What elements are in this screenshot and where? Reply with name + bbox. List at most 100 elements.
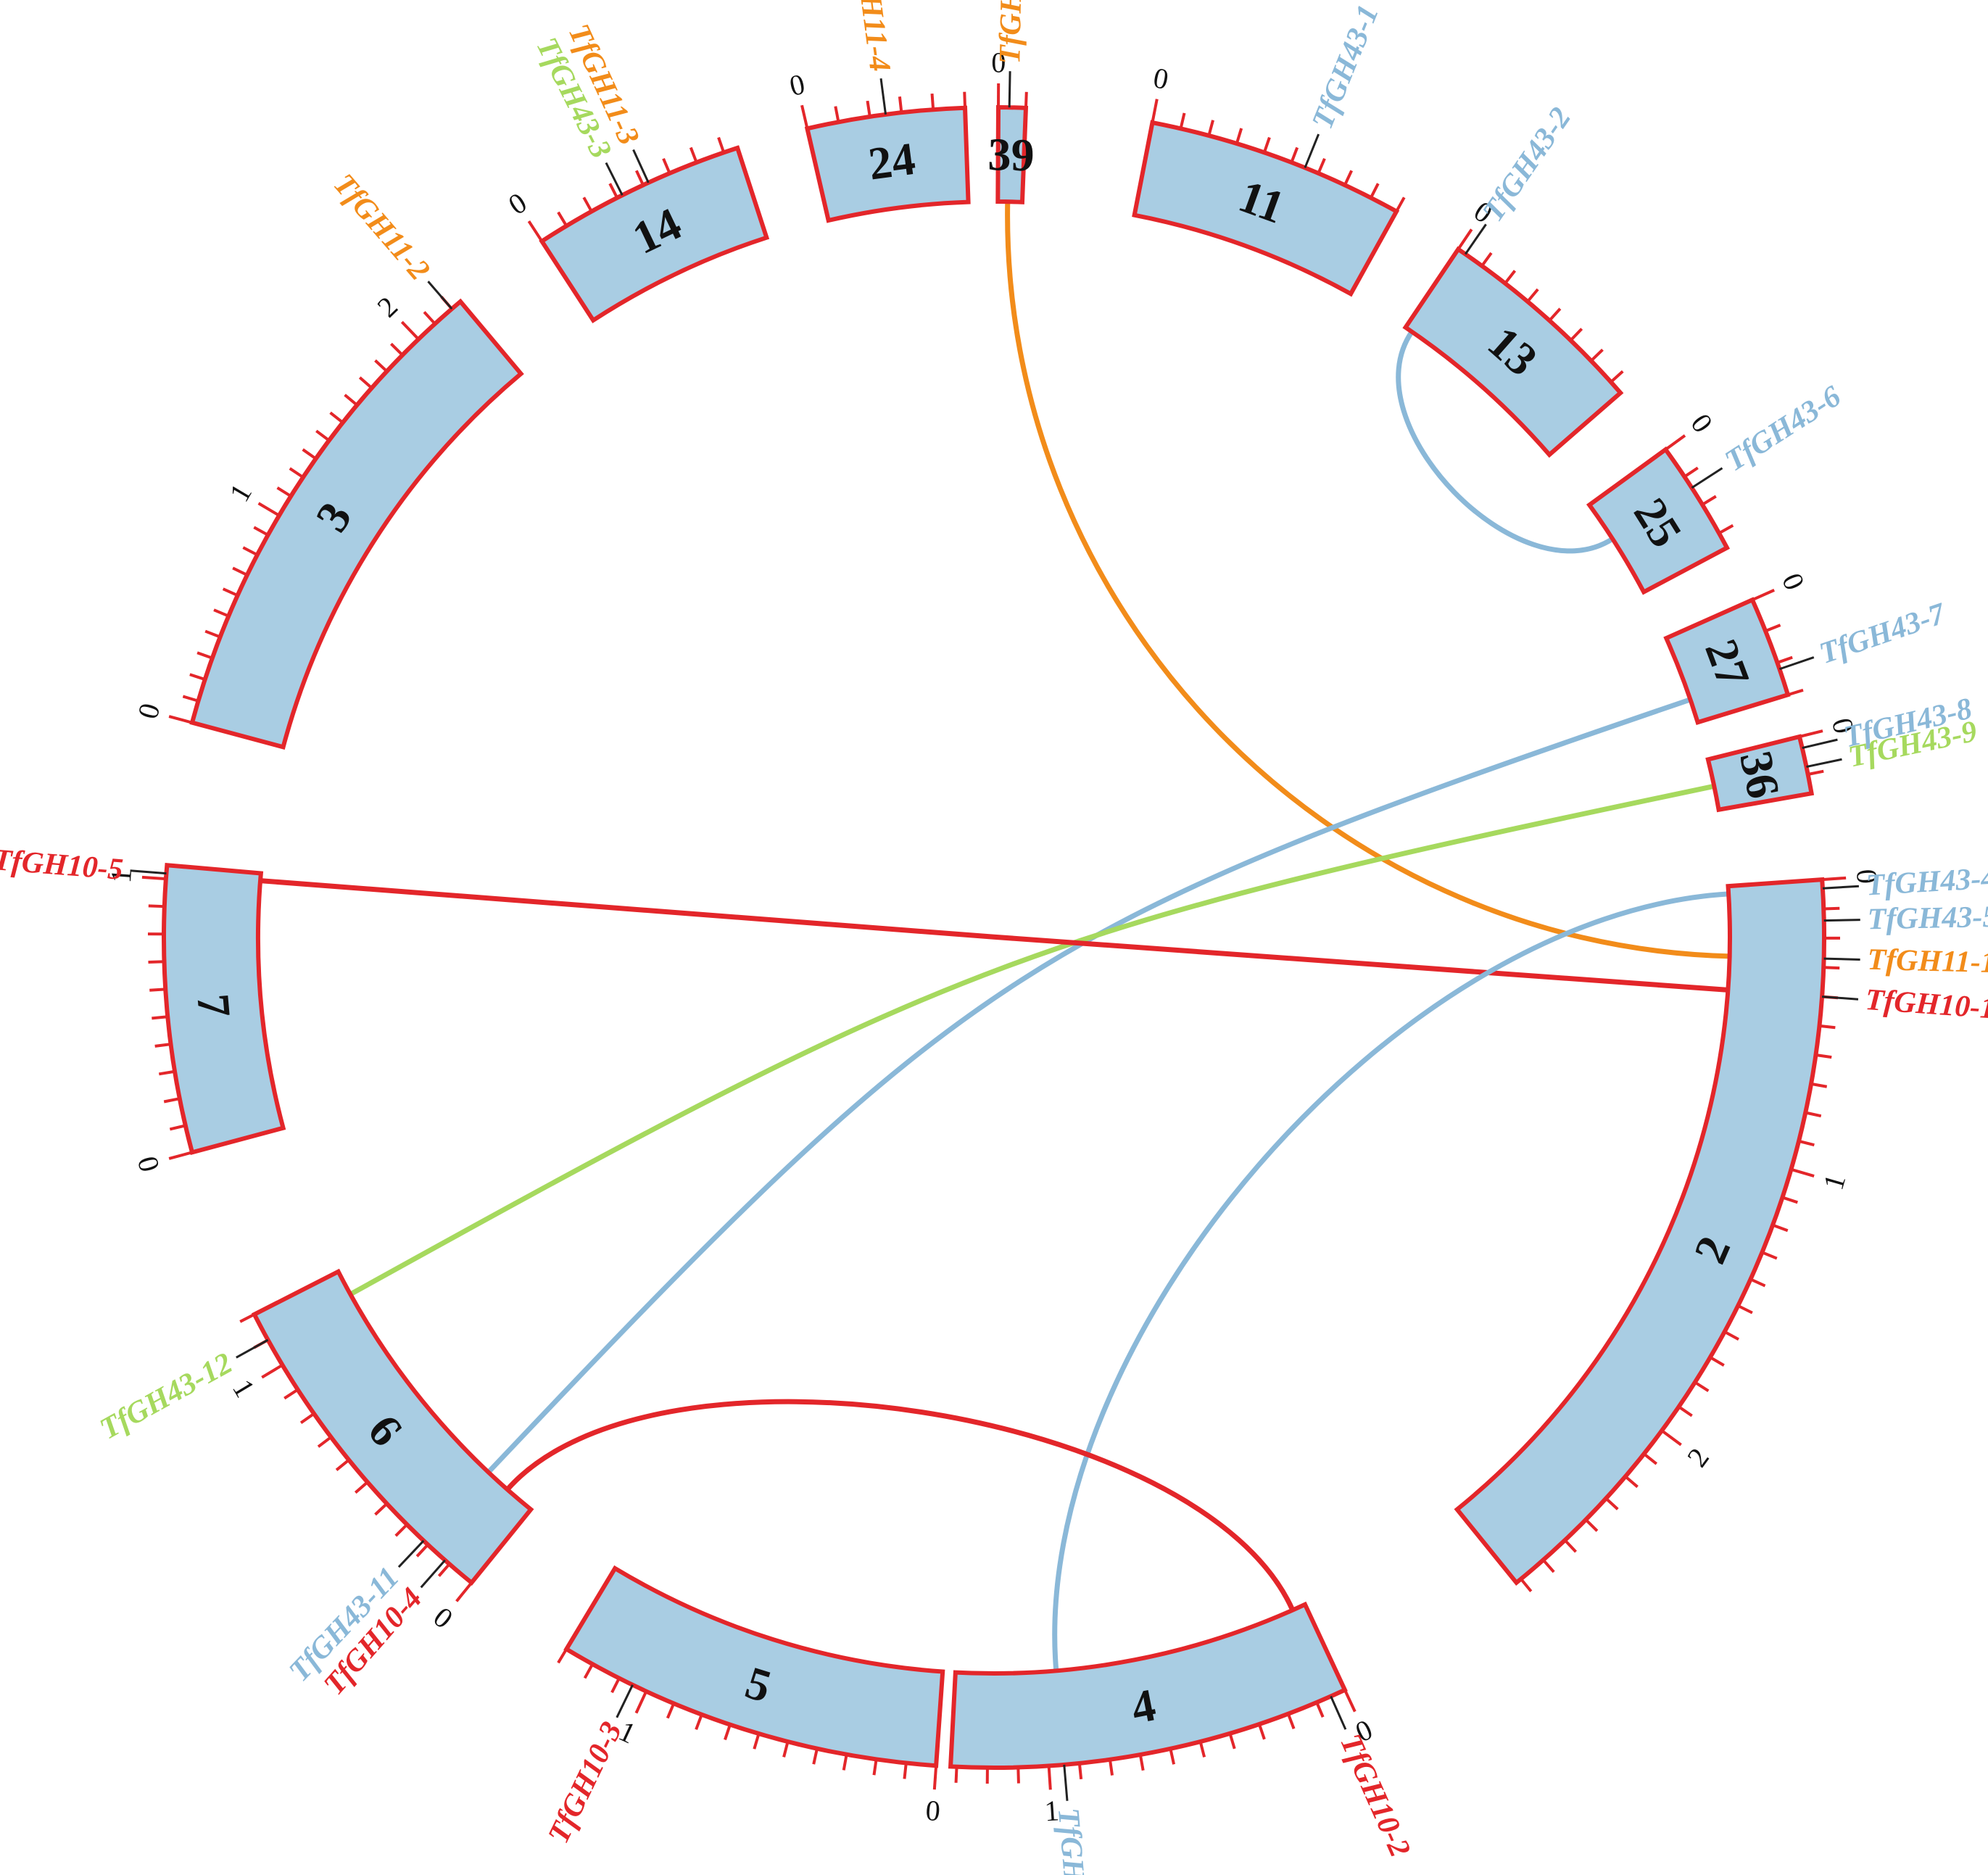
- scale-tick: [954, 1766, 958, 1783]
- synteny-link-tfgh11-5-tfgh11-1: [1005, 202, 1730, 959]
- synteny-link-tfgh10-4-tfgh10-2: [505, 1399, 1296, 1612]
- scale-tick: [1207, 120, 1214, 136]
- scale-tick: [152, 1015, 168, 1020]
- scale-tick: [329, 411, 344, 424]
- scale-tick: [335, 1459, 350, 1471]
- synteny-link-tfgh43-9-tfgh43-12: [349, 783, 1715, 1297]
- gene-label-tfgh43-6: TfGH43-6: [1719, 380, 1847, 479]
- scale-tick: [1370, 183, 1380, 199]
- scale-tick: [842, 1754, 848, 1771]
- scale-tick: [455, 1581, 473, 1602]
- scale-tick: [302, 448, 317, 460]
- tick-label: 0: [787, 67, 808, 102]
- gene-leader-line: [1464, 223, 1487, 255]
- scale-tick: [1781, 1196, 1798, 1204]
- scale-tick: [423, 310, 436, 325]
- tick-label: 0: [924, 1794, 941, 1827]
- gene-label-tfgh10-3: TfGH10-3: [542, 1717, 629, 1849]
- gene-leader-line: [130, 869, 167, 875]
- scale-tick: [315, 429, 331, 442]
- chromosome-segment-13: [1402, 246, 1624, 458]
- scale-tick: [182, 695, 199, 703]
- scale-tick: [1752, 589, 1775, 602]
- segment-label-7: 7: [187, 992, 241, 1019]
- scale-tick: [1761, 1251, 1778, 1260]
- scale-tick: [283, 1388, 299, 1400]
- gene-label-tfgh10-1: TfGH10-1: [1864, 983, 1988, 1026]
- chromosome-segment-3: [189, 298, 524, 750]
- scale-tick: [394, 1523, 408, 1537]
- scale-tick: [1737, 1304, 1753, 1315]
- tick-label: 1: [223, 478, 258, 507]
- scale-tick: [1563, 1539, 1578, 1553]
- tick-label: 0: [991, 46, 1006, 78]
- chromosome-segment-11: [1132, 120, 1400, 297]
- scale-tick: [1047, 1766, 1052, 1790]
- links-layer: [260, 202, 1730, 1671]
- gene-label-tfgh11-4: TfGH11-4: [847, 0, 897, 73]
- scale-tick: [782, 1741, 790, 1758]
- scale-tick: [1235, 128, 1243, 144]
- gene-leader-line: [1008, 71, 1011, 108]
- tick-label: 0: [1684, 407, 1719, 439]
- scale-tick: [610, 1677, 621, 1694]
- scale-tick: [1542, 1559, 1555, 1573]
- scale-tick: [1799, 729, 1823, 738]
- gene-leader-line: [1821, 996, 1859, 1001]
- scale-tick: [168, 715, 193, 724]
- gene-leader-line: [1806, 758, 1842, 769]
- scale-tick: [1286, 1713, 1296, 1729]
- gene-label-tfgh43-10: TfGH43-10: [1051, 1807, 1097, 1875]
- scale-tick: [1610, 370, 1624, 384]
- scale-tick: [634, 170, 645, 186]
- tick-label: 0: [427, 1600, 459, 1635]
- scale-tick: [608, 183, 618, 199]
- scale-tick: [724, 1723, 732, 1741]
- scale-tick: [1590, 348, 1604, 363]
- scale-tick: [374, 359, 388, 373]
- scale-tick: [1262, 136, 1271, 154]
- scale-tick: [1504, 270, 1517, 284]
- chromosome-segment-7: [162, 862, 286, 1156]
- scale-tick: [257, 502, 281, 517]
- gene-label-tfgh43-7: TfGH43-7: [1815, 597, 1951, 671]
- tick-label: 0: [1776, 568, 1811, 595]
- segment-label-36: 36: [1730, 747, 1790, 803]
- scale-tick: [1765, 624, 1781, 633]
- gene-label-tfgh43-2: TfGH43-2: [1476, 102, 1578, 228]
- scale-tick: [276, 486, 292, 498]
- scale-tick: [1723, 1330, 1739, 1341]
- gene-label-tfgh43-5: TfGH43-5: [1867, 901, 1988, 937]
- scale-tick: [261, 1364, 283, 1379]
- scale-tick: [1665, 434, 1686, 451]
- scale-tick: [1179, 112, 1186, 129]
- gene-leader-line: [420, 1559, 446, 1589]
- gene-label-tfgh11-5: TfGH11-5: [993, 0, 1029, 65]
- gene-leader-line: [605, 162, 624, 196]
- scale-tick: [317, 1436, 332, 1448]
- gene-leader-line: [236, 1338, 269, 1359]
- scale-tick: [1660, 1429, 1682, 1446]
- gene-leader-line: [1304, 133, 1320, 168]
- scale-tick: [1776, 655, 1793, 664]
- scale-tick: [1198, 1741, 1206, 1758]
- scale-tick: [289, 467, 305, 479]
- tick-label: 0: [131, 1153, 167, 1175]
- scale-tick: [1798, 1139, 1815, 1147]
- scale-tick: [196, 651, 213, 660]
- synteny-link-tfgh10-5-tfgh10-1: [260, 878, 1728, 993]
- scale-tick: [932, 1766, 938, 1790]
- scale-tick: [299, 1412, 315, 1425]
- scale-tick: [1822, 876, 1847, 882]
- scale-tick: [1772, 1223, 1789, 1233]
- chromosome-segment-14: [539, 145, 770, 323]
- scale-tick: [390, 342, 404, 357]
- scale-tick: [1315, 1702, 1325, 1718]
- scale-tick: [963, 91, 967, 108]
- scale-tick: [557, 1648, 568, 1664]
- gene-label-tfgh10-2: TfGH10-2: [1333, 1729, 1417, 1862]
- gene-leader-line: [1823, 919, 1860, 922]
- scale-tick: [834, 106, 840, 123]
- scale-tick: [1718, 523, 1734, 535]
- scale-tick: [1787, 688, 1804, 697]
